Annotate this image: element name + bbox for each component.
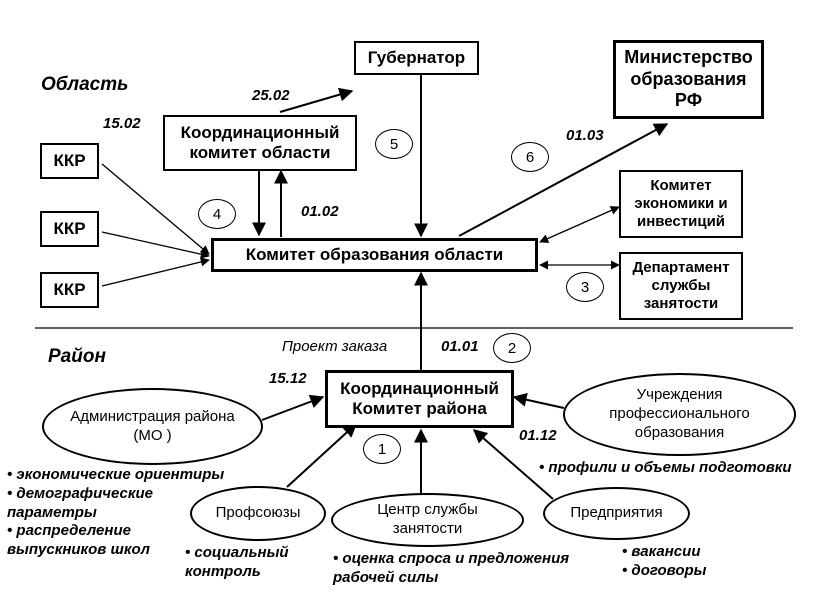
bullet-item: параметры <box>7 503 97 521</box>
step-number-5: 5 <box>375 129 413 159</box>
bullet-item: • договоры <box>622 561 707 579</box>
ministry-box[interactable]: Министерство образования РФ <box>613 40 764 119</box>
institutions-bullets: • профили и объемы подготовки <box>539 459 792 478</box>
arrow-unions-to-rayon <box>286 423 358 488</box>
admin-ellipse[interactable]: Администрация района (МО ) <box>42 388 263 465</box>
kkr-box-1[interactable]: ККР <box>40 143 99 179</box>
kkr-box-3[interactable]: ККР <box>40 272 99 308</box>
date-label-15-02: 15.02 <box>103 115 141 132</box>
unions-bullets: • социальный контроль <box>185 544 289 582</box>
step-number-1: 1 <box>363 434 401 464</box>
kkr-box-2[interactable]: ККР <box>40 211 99 247</box>
bullet-item: выпускников школ <box>7 541 150 558</box>
employment-center-ellipse[interactable]: Центр службы занятости <box>331 493 524 547</box>
education-committee-box[interactable]: Комитет образования области <box>211 238 538 272</box>
date-label-01-01: 01.01 <box>441 338 479 355</box>
region-rayon-label: Район <box>48 346 106 367</box>
coord-committee-rayon-box[interactable]: Координационный Комитет района <box>325 370 514 428</box>
arrow-kkr1 <box>101 163 210 255</box>
arrow-kkr3 <box>101 257 210 287</box>
employment-center-bullets: • оценка спроса и предложения рабочей си… <box>333 550 569 588</box>
region-oblast-label: Область <box>41 74 129 95</box>
bullet-item: • оценка спроса и предложения <box>333 550 570 567</box>
bullet-item: контроль <box>185 562 261 580</box>
date-label-01-12: 01.12 <box>519 427 557 444</box>
arrow-coord-to-governor <box>279 87 354 113</box>
coord-committee-oblast-box[interactable]: Координационный комитет области <box>163 115 357 171</box>
step-number-4: 4 <box>198 199 236 229</box>
date-label-25-02: 25.02 <box>252 87 290 104</box>
employment-department-box[interactable]: Департамент службы занятости <box>619 252 743 320</box>
step-number-2: 2 <box>493 333 531 363</box>
bullet-item: рабочей силы <box>333 568 439 586</box>
governor-box[interactable]: Губернатор <box>354 41 479 75</box>
bullet-item: • демографические <box>7 484 153 502</box>
step-number-3: 3 <box>566 272 604 302</box>
economy-committee-box[interactable]: Комитет экономики и инвестиций <box>619 170 743 238</box>
admin-bullets: • экономические ориентиры • демографичес… <box>7 466 224 560</box>
date-label-01-03: 01.03 <box>566 127 604 144</box>
date-label-01-02: 01.02 <box>301 203 339 220</box>
enterprises-ellipse[interactable]: Предприятия <box>543 487 690 540</box>
arrow-admin-to-rayon <box>261 394 325 421</box>
bullet-item: • вакансии <box>622 543 701 560</box>
institutions-ellipse[interactable]: Учреждения профессионального образования <box>563 373 796 456</box>
arrow-kkr2 <box>101 231 210 259</box>
enterprises-bullets: • вакансии • договоры <box>622 543 706 581</box>
arrow-econ-committee <box>539 206 620 243</box>
arrow-committee-to-ministry <box>458 123 669 237</box>
unions-ellipse[interactable]: Профсоюзы <box>190 486 326 541</box>
bullet-item: • профили и объемы подготовки <box>539 459 792 476</box>
project-order-label: Проект заказа <box>282 338 388 355</box>
bullet-item: • распределение <box>7 522 131 540</box>
bullet-item: • социальный <box>185 544 289 561</box>
date-label-15-12: 15.12 <box>269 370 307 387</box>
arrow-institutions-to-rayon <box>512 392 565 409</box>
step-number-6: 6 <box>511 142 549 172</box>
arrow-enterprises-to-rayon <box>472 429 554 500</box>
bullet-item: • экономические ориентиры <box>7 466 225 483</box>
